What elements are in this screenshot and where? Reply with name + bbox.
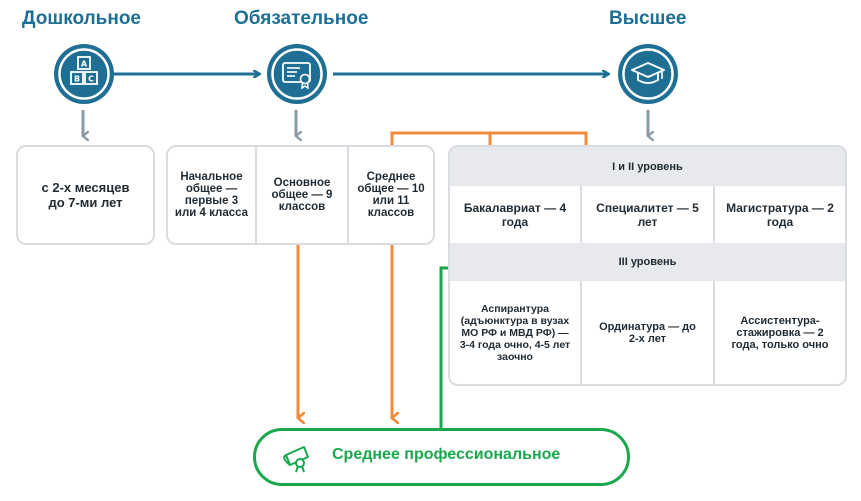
divider [713,281,715,384]
diploma-scroll-icon [282,443,314,473]
secondary-general-text: Среднее общее — 10 или 11 классов [357,171,425,219]
postgrad-cell: Аспирантура (адъюнктура в вузах МО РФ и … [459,302,571,363]
basic-general-text: Основное общее — 9 классов [271,177,333,213]
residency-cell: Ординатура — до 2-х лет [599,320,696,345]
specialist-cell: Специалитет — 5 лет [596,200,699,229]
svg-text:A: A [81,60,88,69]
higher-education-box: I и II уровень Бакалавриат — 4 года Спец… [448,145,847,386]
stage-title-preschool: Дошкольное [22,8,142,29]
divider [347,147,349,243]
level-1-2-header: I и II уровень [450,147,845,186]
divider [713,186,715,243]
abc-blocks-icon: A B C [51,41,117,107]
divider [580,186,582,243]
level-3-header: III уровень [450,243,845,281]
assistantship-cell: Ассистентура-стажировка — 2 года, только… [731,314,829,351]
certificate-icon [264,41,330,107]
preschool-box: с 2-х месяцев до 7-ми лет [16,145,155,245]
bachelor-cell: Бакалавриат — 4 года [463,200,567,229]
graduation-cap-icon [615,41,681,107]
divider [580,281,582,384]
preschool-age-text: с 2-х месяцев до 7-ми лет [41,180,130,210]
stage-title-mandatory: Обязательное [234,8,369,29]
vocational-pill: Среднее профессиональное [253,428,630,486]
svg-text:B: B [74,75,80,84]
svg-text:C: C [88,75,94,84]
primary-general-text: Начальное общее — первые 3 или 4 класса [174,171,249,219]
divider [255,147,257,243]
master-cell: Магистратура — 2 года [726,200,834,229]
stage-title-higher: Высшее [609,8,687,29]
general-education-box: Начальное общее — первые 3 или 4 класса … [166,145,435,245]
vocational-label: Среднее профессиональное [332,446,561,463]
